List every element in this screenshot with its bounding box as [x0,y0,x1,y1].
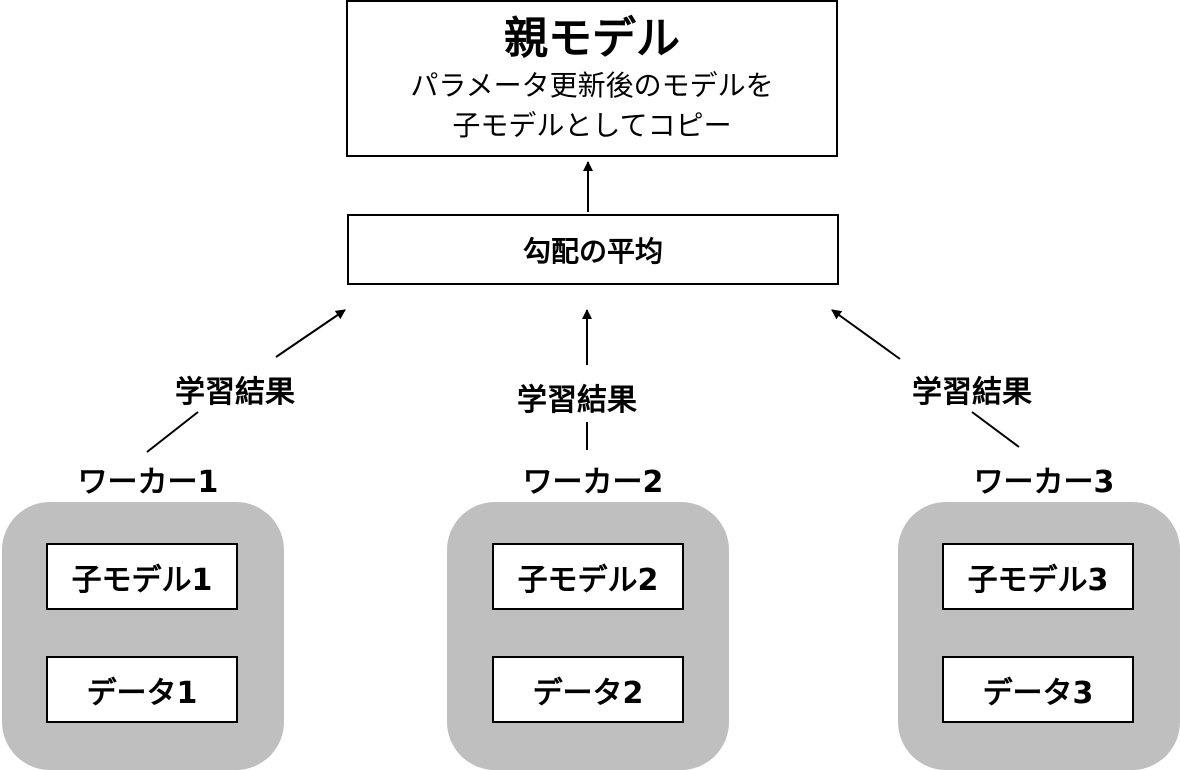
arrow-worker3-line-lower [971,411,1020,448]
data-box-3: データ3 [942,656,1134,723]
gradient-average-label: 勾配の平均 [522,234,663,268]
child-model-label-3: 子モデル3 [967,562,1109,598]
data-box-2: データ2 [492,656,684,723]
worker-name-1: ワーカー1 [77,465,219,500]
edge-label-worker3: 学習結果 [912,375,1032,410]
child-model-box-1: 子モデル1 [46,543,238,610]
child-model-label-2: 子モデル2 [517,562,659,598]
parent-model-title: 親モデル [504,12,680,64]
gradient-average-box: 勾配の平均 [347,214,839,285]
worker-name-2: ワーカー2 [522,465,664,500]
arrow-worker3-to-average [831,309,901,360]
data-box-1: データ1 [46,656,238,723]
arrow-worker1-line-lower [146,411,199,453]
arrow-worker1-to-average [275,309,346,358]
child-model-box-3: 子モデル3 [942,543,1134,610]
parent-model-desc-line1: パラメータ更新後のモデルを [410,68,774,102]
child-model-box-2: 子モデル2 [492,543,684,610]
edge-label-worker2: 学習結果 [517,383,637,418]
parent-model-desc-line2: 子モデルとしてコピー [452,108,732,142]
data-label-2: データ2 [532,675,644,711]
parent-model-box: 親モデル パラメータ更新後のモデルを 子モデルとしてコピー [346,0,838,157]
data-label-3: データ3 [982,675,1094,711]
edge-label-worker1: 学習結果 [175,375,295,410]
child-model-label-1: 子モデル1 [71,562,213,598]
data-label-1: データ1 [86,675,198,711]
worker-name-3: ワーカー3 [973,465,1115,500]
